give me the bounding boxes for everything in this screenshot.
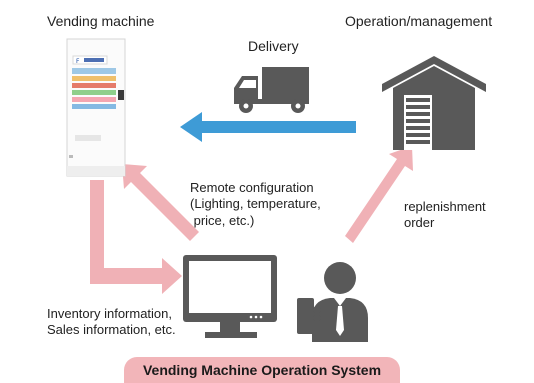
delivery-arrow <box>180 112 356 142</box>
svg-text:F: F <box>76 58 80 65</box>
replenishment-order-arrow <box>345 146 413 243</box>
remote-configuration-label: Remote configuration (Lighting, temperat… <box>190 180 321 228</box>
delivery-label: Delivery <box>248 38 299 54</box>
inventory-flow-arrow <box>90 180 182 294</box>
inventory-information-label: Inventory information, Sales information… <box>47 306 176 338</box>
computer-monitor-icon <box>183 255 277 338</box>
replenishment-order-label: replenishment order <box>404 199 486 231</box>
operator-person-icon <box>297 262 368 342</box>
vending-machine-label: Vending machine <box>47 13 155 29</box>
system-name-badge: Vending Machine Operation System <box>124 357 400 383</box>
remote-configuration-arrow <box>122 164 199 241</box>
delivery-truck-icon <box>234 67 309 113</box>
operation-management-label: Operation/management <box>345 13 493 29</box>
vending-machine-icon: F <box>66 38 126 177</box>
warehouse-icon <box>382 56 486 150</box>
system-name-label: Vending Machine Operation System <box>142 362 382 378</box>
